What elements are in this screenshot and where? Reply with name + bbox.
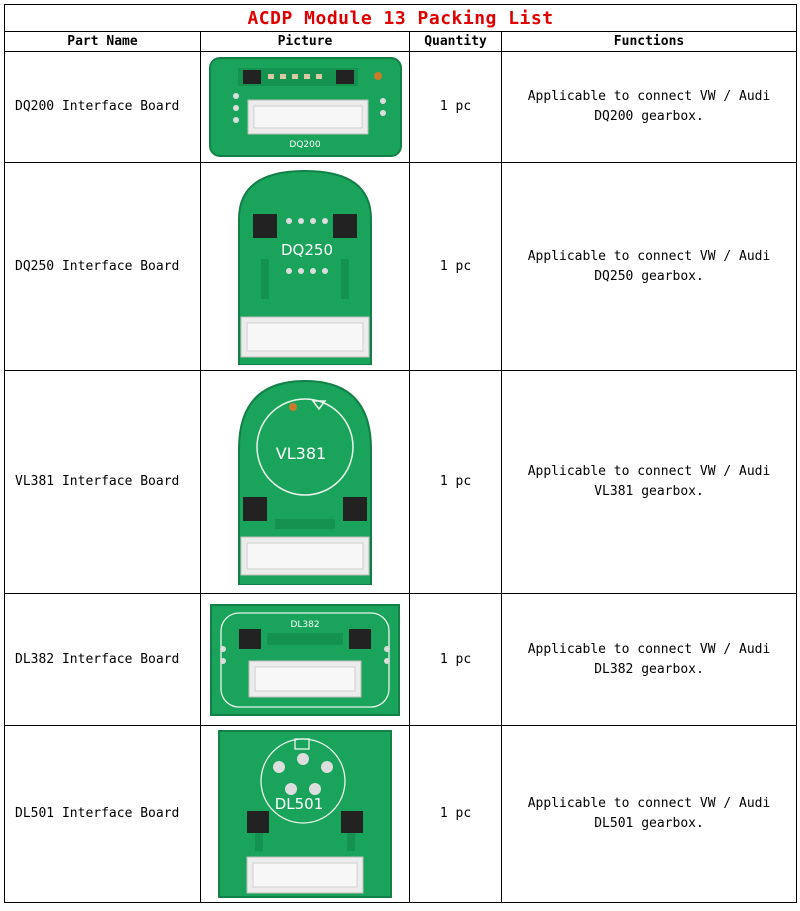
board-label: DL382	[290, 620, 319, 630]
part-name: DQ200 Interface Board	[4, 51, 201, 163]
vl381-board-image: VL381	[238, 379, 372, 585]
header-quantity: Quantity	[409, 31, 502, 52]
function-line: Applicable to connect VW / Audi	[527, 89, 771, 104]
part-name: DQ250 Interface Board	[4, 162, 201, 371]
packing-list-table: ACDP Module 13 Packing List Part Name Pi…	[3, 4, 798, 903]
quantity: 1 pc	[409, 370, 502, 594]
board-label: DL501	[275, 795, 324, 813]
board-label: DQ250	[281, 241, 333, 259]
function-line: Applicable to connect VW / Audi	[527, 796, 771, 811]
picture-cell: DL382	[200, 593, 410, 726]
table-row: DQ200 Interface Board	[4, 51, 798, 163]
function-text: Applicable to connect VW / Audi DL382 ge…	[500, 593, 798, 726]
function-text: Applicable to connect VW / Audi DL501 ge…	[500, 725, 798, 903]
function-line: Applicable to connect VW / Audi	[527, 641, 771, 657]
table-row: DL501 Interface Board DL501 1 pc	[4, 725, 798, 903]
dl501-board-image: DL501	[218, 730, 392, 898]
dl382-board-image: DL382	[210, 603, 400, 716]
table-row: DL382 Interface Board DL382 1 pc Applica…	[4, 593, 798, 726]
picture-cell: DL501	[200, 725, 410, 903]
packing-list-sheet: ACDP Module 13 Packing List Part Name Pi…	[3, 4, 798, 903]
header-functions: Functions	[500, 31, 798, 52]
quantity: 1 pc	[409, 162, 502, 371]
function-line: VL381 gearbox.	[594, 484, 704, 499]
quantity: 1 pc	[409, 725, 502, 903]
function-line: DL382 gearbox.	[594, 661, 704, 677]
picture-cell: DQ250	[200, 162, 410, 371]
quantity: 1 pc	[409, 51, 502, 163]
function-text: Applicable to connect VW / Audi DQ200 ge…	[500, 51, 798, 163]
dq250-board-image: DQ250	[238, 169, 372, 365]
header-part-name: Part Name	[4, 31, 201, 52]
quantity: 1 pc	[409, 593, 502, 726]
function-line: DL501 gearbox.	[594, 816, 704, 831]
header-row: Part Name Picture Quantity Functions	[4, 31, 798, 52]
board-label: VL381	[276, 444, 326, 463]
function-line: DQ200 gearbox.	[594, 109, 704, 124]
function-line: DQ250 gearbox.	[594, 268, 704, 284]
picture-cell: VL381	[200, 370, 410, 594]
part-name: DL501 Interface Board	[4, 725, 201, 903]
part-name: DL382 Interface Board	[4, 593, 201, 726]
function-text: Applicable to connect VW / Audi VL381 ge…	[500, 370, 798, 594]
board-label: DQ200	[289, 140, 320, 150]
table-row: DQ250 Interface Board DQ250 1	[4, 162, 798, 371]
dq200-board-image: DQ200	[208, 57, 402, 157]
function-line: Applicable to connect VW / Audi	[527, 464, 771, 479]
function-line: Applicable to connect VW / Audi	[527, 248, 771, 264]
picture-cell: DQ200	[200, 51, 410, 163]
table-row: VL381 Interface Board VL381 1 pc Applica…	[4, 370, 798, 594]
table-title: ACDP Module 13 Packing List	[3, 4, 798, 32]
header-picture: Picture	[200, 31, 410, 52]
part-name: VL381 Interface Board	[4, 370, 201, 594]
function-text: Applicable to connect VW / Audi DQ250 ge…	[500, 162, 798, 371]
